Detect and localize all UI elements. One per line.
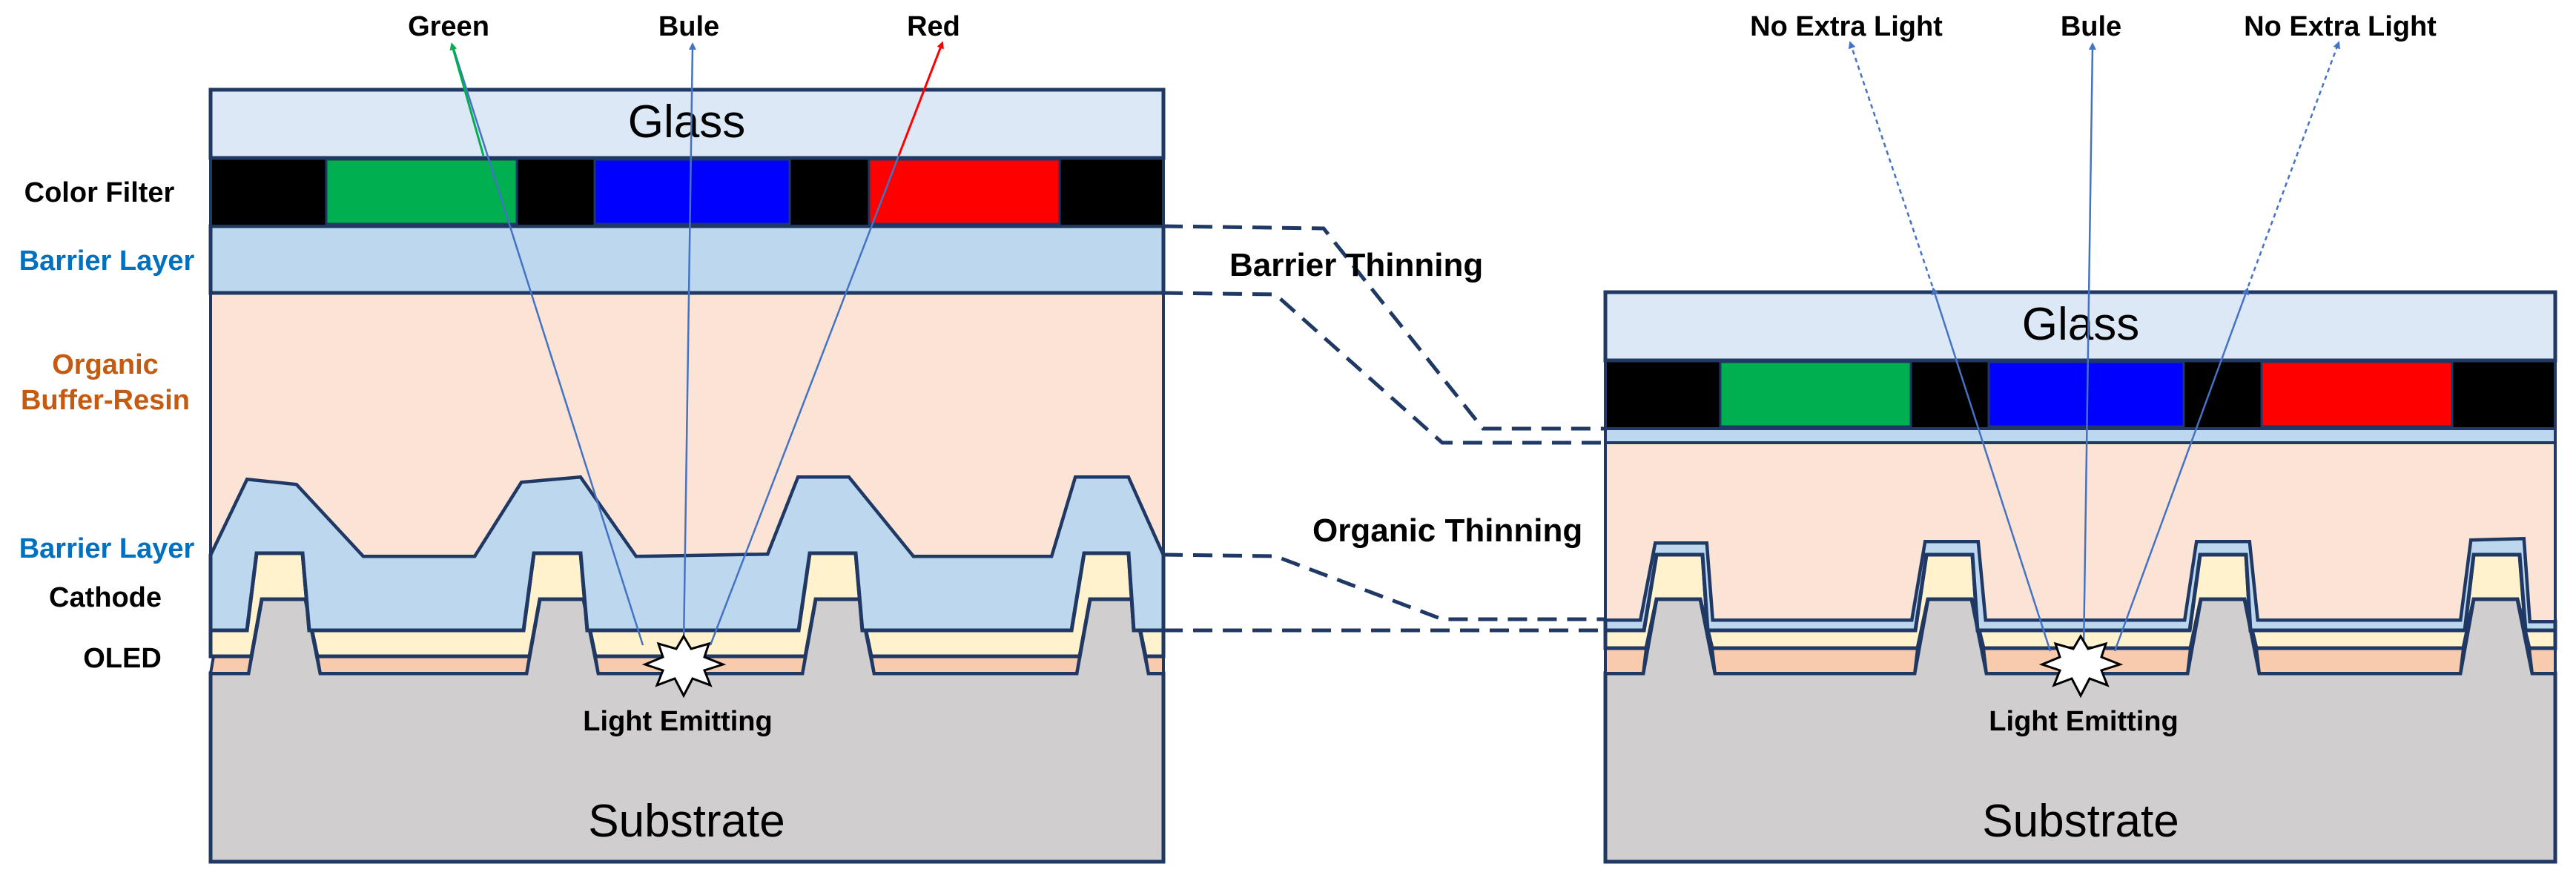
right-top-label-blue: Bule: [2061, 11, 2121, 42]
left-top-label-green: Green: [408, 11, 489, 42]
left-blue-filter: [593, 158, 791, 225]
right-light-burst-icon: [2038, 634, 2124, 699]
left-oled-layer: [208, 655, 1165, 675]
barrier-thinning-label: Barrier Thinning: [1229, 247, 1483, 283]
right-left-ray-inner: [1931, 287, 2052, 652]
right-glass-layer: [1603, 290, 2557, 363]
organic-thinning-label: Organic Thinning: [1312, 512, 1582, 549]
left-red-ray-exit: [897, 41, 944, 156]
barrier-layer-top-label: Barrier Layer: [19, 245, 195, 277]
left-blue-ray: [682, 42, 696, 646]
left-panel: Glass Substrate Light Emitting Green Bul…: [208, 11, 1166, 864]
right-green-filter: [1719, 360, 1912, 428]
left-glass-layer: [208, 88, 1166, 160]
left-green-ray: [451, 44, 644, 646]
left-top-label-red: Red: [907, 11, 960, 42]
organic-thinning-connector-top: [1163, 552, 1605, 621]
left-green-ray-exit: [449, 42, 485, 156]
oled-label: OLED: [83, 643, 162, 674]
right-barrier-upper-layer: [1604, 427, 2557, 444]
left-light-burst-icon: [641, 634, 727, 699]
left-red-ray: [709, 155, 900, 646]
left-top-label-blue: Bule: [658, 11, 719, 42]
barrier-thinning-connector-top: [1163, 224, 1605, 431]
right-left-ray-outer: [1848, 41, 1934, 287]
right-blue-ray: [2082, 42, 2096, 652]
right-glass-label: Glass: [2022, 299, 2139, 350]
left-light-emitting-label: Light Emitting: [583, 706, 772, 737]
right-substrate-label: Substrate: [1982, 796, 2179, 847]
barrier-thinning-connector-bottom: [1163, 291, 1605, 445]
right-top-label-left: No Extra Light: [1750, 11, 1943, 42]
right-light-emitting-label: Light Emitting: [1989, 706, 2178, 737]
organic-label-line2: Buffer-Resin: [21, 385, 190, 416]
organic-label-line1: Organic: [52, 349, 159, 380]
left-barrier-upper-layer: [208, 224, 1166, 295]
connector-lines: [1163, 224, 1605, 633]
left-color-filter: [209, 156, 1165, 228]
left-red-filter: [868, 158, 1061, 225]
right-right-ray-outer: [2247, 41, 2340, 287]
right-panel: Glass Substrate Light Emitting No Extra …: [1603, 11, 2557, 864]
left-substrate-label: Substrate: [588, 796, 785, 847]
right-organic-layer: [1604, 441, 2557, 623]
left-glass-label: Glass: [628, 96, 745, 148]
cathode-label: Cathode: [49, 582, 162, 613]
right-color-filter: [1604, 359, 2557, 430]
right-red-filter: [2260, 360, 2454, 428]
barrier-layer-bottom-label: Barrier Layer: [19, 533, 195, 564]
right-top-label-right: No Extra Light: [2244, 11, 2437, 42]
right-right-ray-inner: [2113, 287, 2249, 652]
side-labels: Color Filter Barrier Layer Organic Buffe…: [19, 177, 195, 674]
left-green-filter: [325, 158, 518, 225]
color-filter-label: Color Filter: [24, 177, 175, 208]
